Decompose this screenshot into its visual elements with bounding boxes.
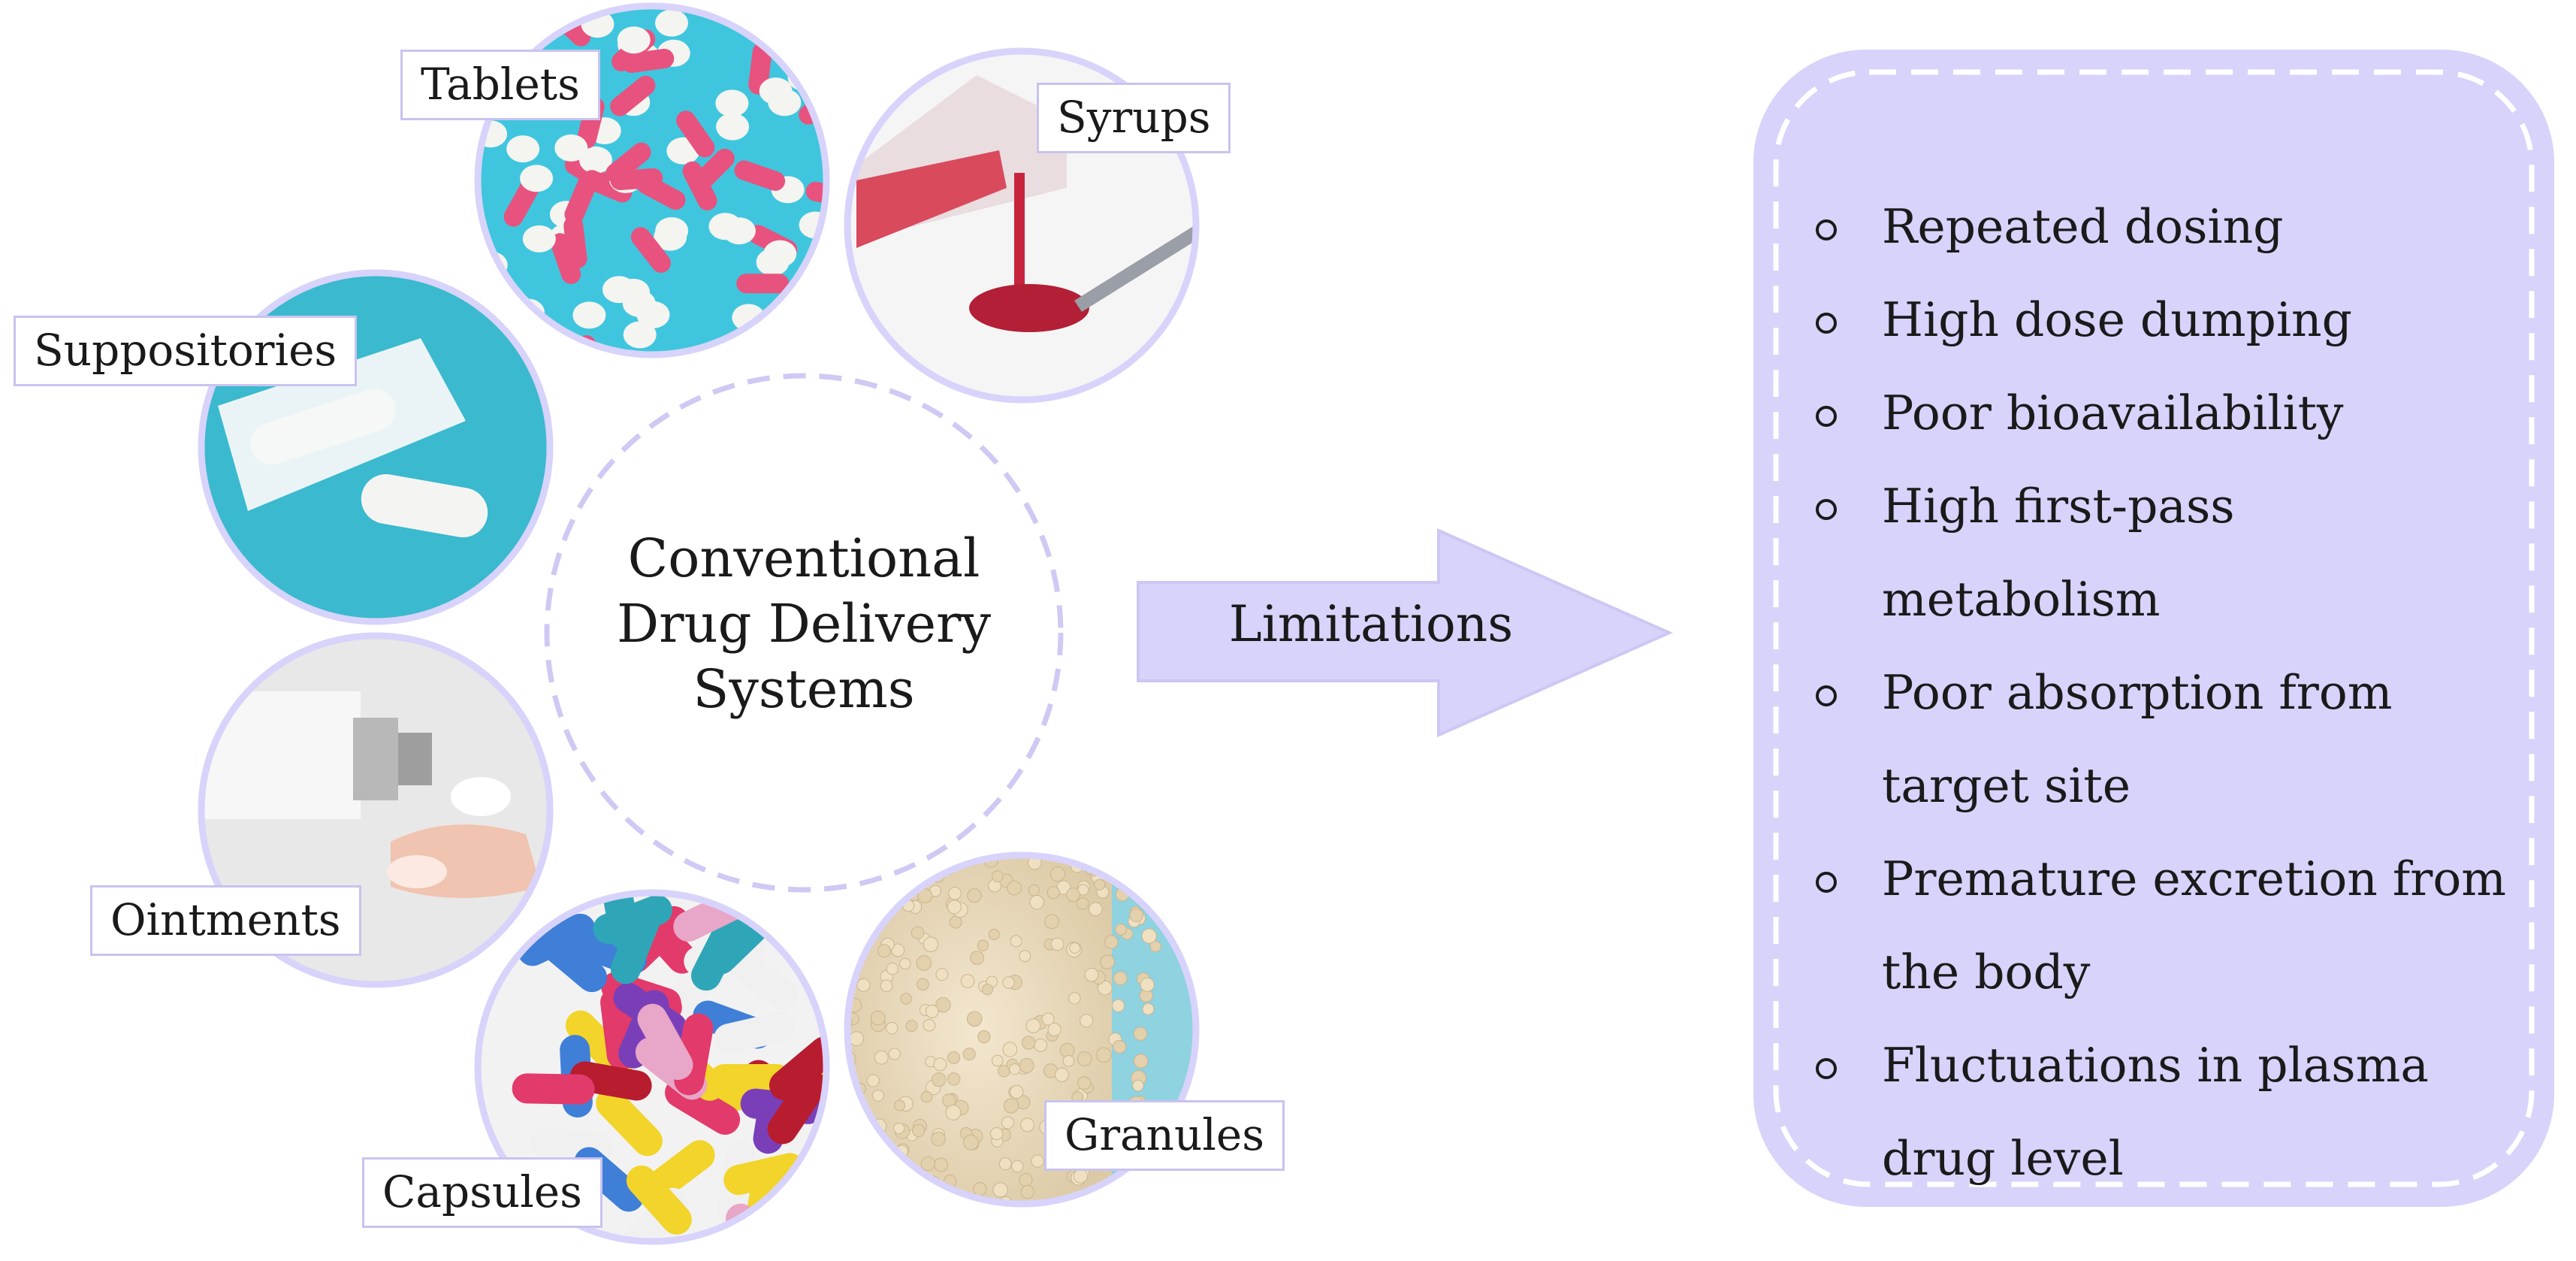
arrow-label: Limitations: [1228, 595, 1514, 653]
center-title-line: Conventional: [627, 528, 980, 589]
bullet-icon: [1807, 1019, 1882, 1112]
syrup-spoon-photo: [844, 47, 1200, 404]
center-dashed-circle: [544, 373, 1064, 893]
center-title-line: Drug Delivery: [616, 592, 992, 655]
limitations-arrow: [1137, 528, 1673, 738]
limitation-item: Poor absorption from target site: [1807, 646, 2528, 833]
bullet-icon: [1807, 460, 1882, 553]
label-ointments: Ointments: [90, 885, 361, 956]
limitation-item: High first-pass metabolism: [1807, 460, 2528, 646]
limitation-item: Fluctuations in plasma drug level: [1807, 1019, 2528, 1205]
limitation-item: Repeated dosing: [1807, 180, 2528, 274]
bullet-icon: [1807, 833, 1882, 926]
label-tablets: Tablets: [400, 50, 600, 120]
limitation-item: Poor bioavailability: [1807, 367, 2528, 460]
bullet-icon: [1807, 367, 1882, 460]
label-suppositories: Suppositories: [14, 316, 358, 386]
limitation-item: High dose dumping: [1807, 274, 2528, 367]
label-syrups: Syrups: [1037, 83, 1231, 153]
capsules-photo: [474, 889, 830, 1245]
limitation-item: Premature excretion from the body: [1807, 833, 2528, 1019]
label-granules: Granules: [1044, 1100, 1285, 1171]
limitations-panel: [1753, 50, 2554, 1207]
center-title: Conventional Drug Delivery Systems: [571, 526, 1037, 721]
label-capsules: Capsules: [362, 1157, 602, 1228]
bullet-icon: [1807, 180, 1882, 274]
bullet-icon: [1807, 274, 1882, 367]
limitations-panel-dashed-border: [1773, 69, 2535, 1187]
ointment-tube-photo: [198, 632, 554, 988]
bullet-icon: [1807, 646, 1882, 739]
limitations-list: Repeated dosing High dose dumping Poor b…: [1807, 180, 2528, 1205]
center-title-line: Systems: [693, 658, 915, 720]
